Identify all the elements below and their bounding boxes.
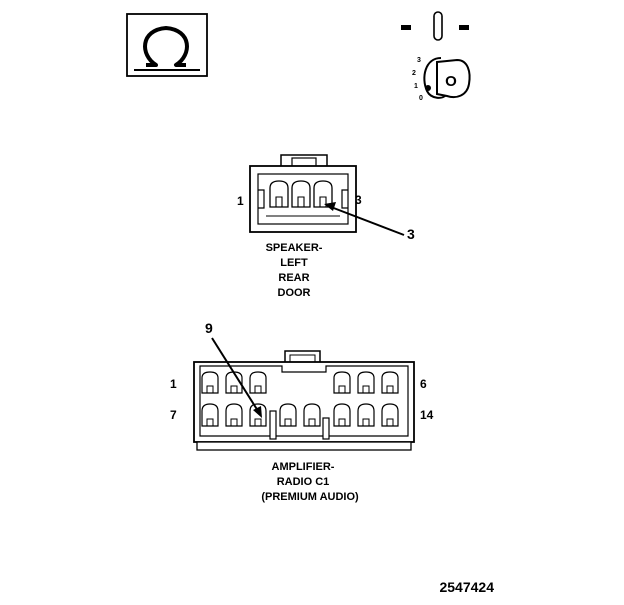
ignition-position-marker xyxy=(425,85,431,91)
speaker-right-key xyxy=(341,189,348,209)
amplifier-connector-base xyxy=(196,441,412,451)
ignition-off-mark-left xyxy=(401,25,411,30)
amplifier-cavity-14 xyxy=(381,403,399,427)
omega-symbol-box: Ω xyxy=(126,13,208,77)
speaker-connector: 1 3 3 SPEAKER- LEFT REAR DOOR xyxy=(237,154,415,299)
ignition-position-2: 2 xyxy=(412,70,416,77)
speaker-caption-line-3: REAR xyxy=(278,272,309,284)
speaker-caption-line-2: LEFT xyxy=(280,257,308,269)
speaker-callout-arrow xyxy=(330,206,405,236)
amplifier-cavity-5 xyxy=(357,371,375,394)
ignition-position-0: 0 xyxy=(419,95,423,102)
amplifier-polarity-key-left xyxy=(269,410,277,440)
amplifier-pin-label-14: 14 xyxy=(420,408,434,422)
amplifier-callout-arrowhead xyxy=(253,406,262,418)
speaker-cavity-2 xyxy=(291,180,311,208)
amplifier-cavity-9 xyxy=(249,403,267,427)
ignition-key-label: O xyxy=(445,73,457,90)
amplifier-cavity-13 xyxy=(357,403,375,427)
amplifier-cavity-6 xyxy=(381,371,399,394)
amplifier-caption-line-3: (PREMIUM AUDIO) xyxy=(261,491,359,503)
speaker-left-key xyxy=(258,189,265,209)
ignition-cylinder-arc xyxy=(423,57,448,99)
omega-icon xyxy=(143,26,189,67)
amplifier-cavity-4 xyxy=(333,371,351,394)
speaker-callout-arrowhead xyxy=(324,202,336,211)
amplifier-cavity-10 xyxy=(279,403,297,427)
ignition-key-head xyxy=(436,58,471,99)
amplifier-cavity-12 xyxy=(333,403,351,427)
amplifier-caption-line-2: RADIO C1 xyxy=(277,476,330,488)
amplifier-cavity-11 xyxy=(303,403,321,427)
amplifier-cavity-7 xyxy=(201,403,219,427)
speaker-caption-line-1: SPEAKER- xyxy=(266,242,323,254)
speaker-pin-label-1: 1 xyxy=(237,194,244,208)
speaker-cavity-3 xyxy=(313,180,333,208)
amplifier-callout-arrow xyxy=(211,337,259,412)
speaker-pin-label-3: 3 xyxy=(355,193,362,207)
amplifier-cavity-8 xyxy=(225,403,243,427)
amplifier-pin-label-6: 6 xyxy=(420,377,427,391)
ignition-slot-icon xyxy=(433,11,443,41)
amplifier-polarity-key-right xyxy=(322,417,330,440)
amplifier-connector: 1 6 7 14 9 AMPLIFIER- RADIO C1 (PREMIUM … xyxy=(170,320,434,503)
amplifier-cavity-3 xyxy=(249,371,267,394)
amplifier-cavity-1 xyxy=(201,371,219,394)
speaker-cavity-1 xyxy=(269,180,289,208)
ignition-key-icon: O 3 2 1 0 xyxy=(401,11,471,102)
speaker-caption-line-4: DOOR xyxy=(278,287,311,299)
ignition-off-mark-right xyxy=(459,25,469,30)
amplifier-callout-number: 9 xyxy=(205,320,213,336)
speaker-callout-number: 3 xyxy=(407,226,415,242)
ignition-position-1: 1 xyxy=(414,83,418,90)
amplifier-caption-line-1: AMPLIFIER- xyxy=(272,461,335,473)
figure-id: 2547424 xyxy=(439,579,494,595)
amplifier-pin-label-1: 1 xyxy=(170,377,177,391)
ignition-position-3: 3 xyxy=(417,57,421,64)
amplifier-pin-label-7: 7 xyxy=(170,408,177,422)
omega-box-frame xyxy=(126,13,208,77)
